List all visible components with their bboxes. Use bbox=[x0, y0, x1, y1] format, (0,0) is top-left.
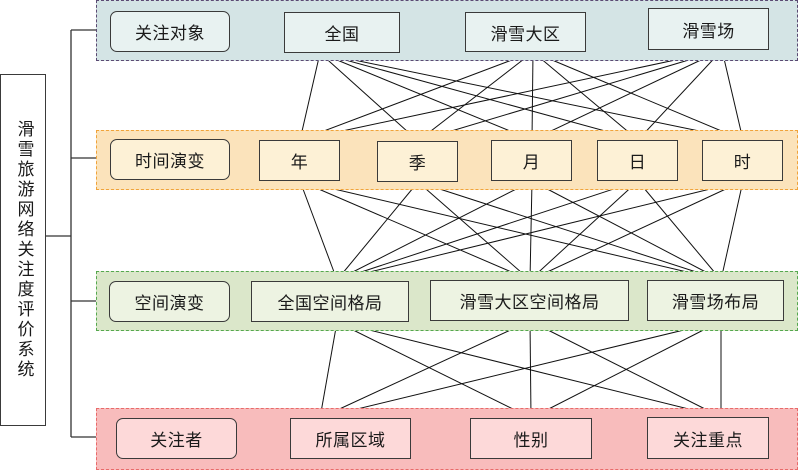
node-season: 季 bbox=[377, 141, 458, 182]
connector-l2n3-l3n1 bbox=[336, 180, 533, 281]
connector-l1n1-l2n4 bbox=[319, 52, 639, 141]
connector-l2n1-l3n1 bbox=[299, 180, 338, 281]
connector-l1n1-l2n1 bbox=[299, 52, 321, 141]
connector-l3n1-l4n3 bbox=[336, 321, 722, 418]
connector-l1n2-l2n4 bbox=[532, 51, 639, 141]
connector-l1n1-l2n2 bbox=[319, 52, 419, 142]
connector-l3n2-l4n3 bbox=[529, 320, 722, 418]
node-ski-region: 滑雪大区 bbox=[465, 12, 586, 52]
node-month: 月 bbox=[491, 140, 572, 181]
connector-l1n3-l2n5 bbox=[721, 49, 744, 141]
connector-l3n1-l4n1 bbox=[319, 321, 338, 419]
connector-l1n1-l2n3 bbox=[319, 52, 533, 141]
root-system-box: 滑雪旅游网络关注度评价系统 bbox=[0, 74, 46, 426]
connector-l2n5-l3n1 bbox=[336, 180, 744, 281]
layer-label-space-evolution: 空间演变 bbox=[109, 281, 230, 322]
layer-label-time-evolution: 时间演变 bbox=[110, 139, 230, 180]
layer-label-attention-person: 关注者 bbox=[116, 418, 237, 459]
connector-l1n1-l2n5 bbox=[319, 52, 744, 141]
node-nationwide: 全国 bbox=[284, 12, 400, 53]
connector-l2n5-l3n3 bbox=[720, 180, 744, 281]
connector-l3n3-l4n2 bbox=[530, 320, 722, 419]
connector-l2n3-l3n2 bbox=[529, 180, 533, 281]
connector-l1n3-l2n2 bbox=[417, 49, 723, 142]
connector-l2n2-l3n2 bbox=[417, 181, 531, 281]
connector-l2n4-l3n3 bbox=[637, 180, 722, 281]
node-year: 年 bbox=[259, 140, 340, 181]
connector-l2n4-l3n2 bbox=[529, 180, 639, 281]
node-resort-layout: 滑雪场布局 bbox=[647, 280, 784, 321]
layer-label-focus-object: 关注对象 bbox=[110, 11, 230, 52]
connector-l3n2-l4n2 bbox=[529, 320, 532, 419]
connector-l1n2-l2n1 bbox=[299, 51, 534, 141]
connector-l3n1-l4n2 bbox=[336, 321, 532, 419]
connector-l2n3-l3n3 bbox=[531, 180, 722, 281]
connector-l1n3-l2n3 bbox=[531, 49, 723, 141]
connector-l1n3-l2n1 bbox=[299, 49, 723, 141]
root-system-label: 滑雪旅游网络关注度评价系统 bbox=[13, 120, 34, 380]
connector-l1n2-l2n3 bbox=[531, 51, 534, 141]
connector-l2n1-l3n3 bbox=[299, 180, 722, 281]
connector-l1n3-l2n4 bbox=[637, 49, 723, 141]
connector-l1n2-l2n5 bbox=[532, 51, 744, 141]
node-gender: 性别 bbox=[470, 418, 592, 459]
connector-l2n4-l3n1 bbox=[336, 180, 639, 281]
connector-l2n2-l3n3 bbox=[417, 181, 722, 281]
node-focus-point: 关注重点 bbox=[647, 417, 769, 459]
connector-l3n3-l4n1 bbox=[319, 320, 722, 419]
connector-l1n2-l2n2 bbox=[417, 51, 534, 142]
connector-l2n2-l3n1 bbox=[336, 181, 419, 281]
node-region-of-origin: 所属区域 bbox=[290, 418, 411, 459]
connector-l2n1-l3n2 bbox=[299, 180, 531, 281]
connector-l3n2-l4n1 bbox=[319, 320, 531, 419]
node-day: 日 bbox=[597, 140, 678, 181]
node-national-spatial-pattern: 全国空间格局 bbox=[251, 281, 409, 322]
connector-l2n5-l3n2 bbox=[529, 180, 744, 281]
node-ski-resort: 滑雪场 bbox=[648, 8, 769, 50]
node-hour: 时 bbox=[702, 140, 783, 181]
node-region-spatial-pattern: 滑雪大区空间格局 bbox=[430, 280, 629, 321]
